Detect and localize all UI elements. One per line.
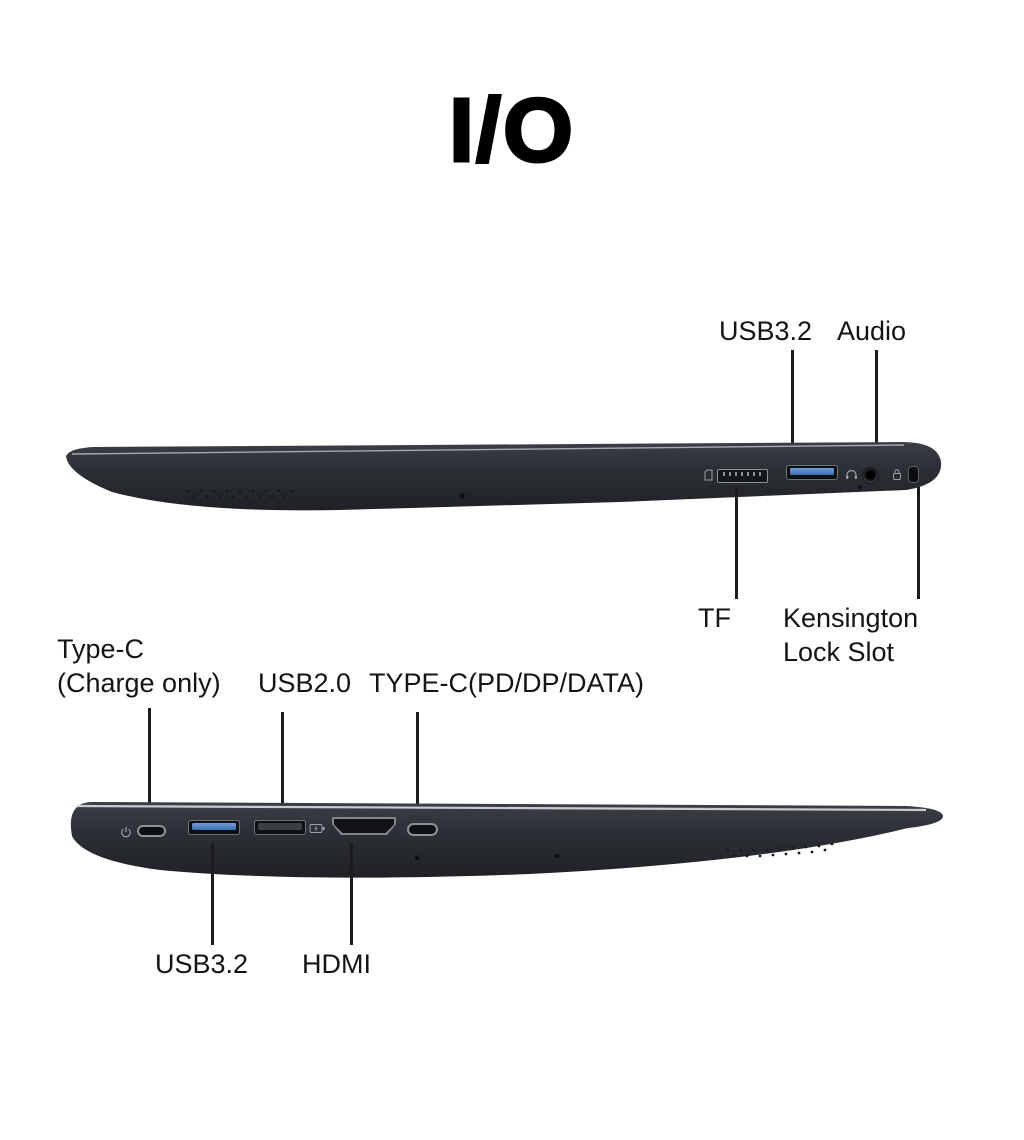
label-typec-line2: (Charge only): [57, 668, 221, 698]
lid-gap-highlight: [71, 444, 905, 455]
typec-charge-port: [137, 825, 166, 837]
label-typec-pd-dp-data: TYPE-C(PD/DP/DATA): [369, 668, 645, 698]
screw-dot: [459, 493, 465, 499]
callout-line-usb2.0: [281, 712, 284, 816]
callout-line-kensington: [917, 487, 920, 599]
tf-slot-pins: [723, 472, 762, 476]
label-kensington-lock-slot: Kensington Lock Slot: [783, 601, 918, 669]
screw-dot: [858, 485, 862, 489]
speaker-vent-dots: [186, 489, 294, 499]
usb3.2-port-right: [786, 465, 838, 480]
hdmi-port: [332, 817, 396, 835]
callout-line-tf: [735, 487, 738, 599]
page-title: I/O: [447, 80, 575, 183]
laptop-body: [66, 442, 942, 511]
usb2.0-port: [254, 820, 306, 835]
screw-dot: [414, 855, 420, 861]
label-typec-line1: Type-C: [57, 634, 145, 664]
label-audio: Audio: [837, 316, 907, 346]
screw-dot: [554, 853, 560, 859]
headphone-icon: [846, 469, 857, 479]
label-usb3.2-right: USB3.2: [719, 316, 813, 346]
label-hdmi: HDMI: [302, 949, 371, 979]
speaker-vent-dots: [726, 842, 834, 858]
callout-line-hdmi: [350, 843, 353, 945]
laptop-right-side-view: [66, 442, 942, 511]
label-kensington-line1: Kensington: [783, 603, 919, 633]
callout-line-usb3.2-right: [791, 350, 794, 460]
usb-tongue: [258, 823, 302, 830]
typec-pd-port: [407, 823, 438, 836]
laptop-left-side-view: [70, 802, 944, 878]
lid-gap-highlight: [75, 804, 927, 812]
battery-charge-icon: [309, 824, 325, 833]
kensington-lock-slot: [908, 466, 919, 483]
label-usb2.0: USB2.0: [258, 668, 352, 698]
micro-sd-card-icon: [704, 469, 713, 481]
label-typec-charge-only: Type-C (Charge only): [57, 632, 221, 700]
label-kensington-line2: Lock Slot: [783, 637, 895, 667]
power-icon: [121, 827, 131, 838]
callout-line-usb3.2-left: [211, 843, 214, 945]
callout-line-audio: [875, 350, 878, 462]
usb-tongue: [192, 823, 236, 830]
laptop-body: [70, 802, 944, 878]
label-usb3.2-left: USB3.2: [155, 949, 249, 979]
usb3.2-port-left: [188, 820, 240, 835]
callout-line-typec-charge: [148, 708, 151, 822]
lock-icon: [893, 469, 901, 480]
callout-line-typec-pd: [416, 712, 419, 822]
hdmi-port-inner: [334, 819, 394, 833]
label-tf: TF: [698, 603, 731, 633]
audio-jack-port: [862, 467, 879, 484]
usb-tongue: [790, 468, 834, 475]
tf-card-slot: [717, 469, 768, 483]
